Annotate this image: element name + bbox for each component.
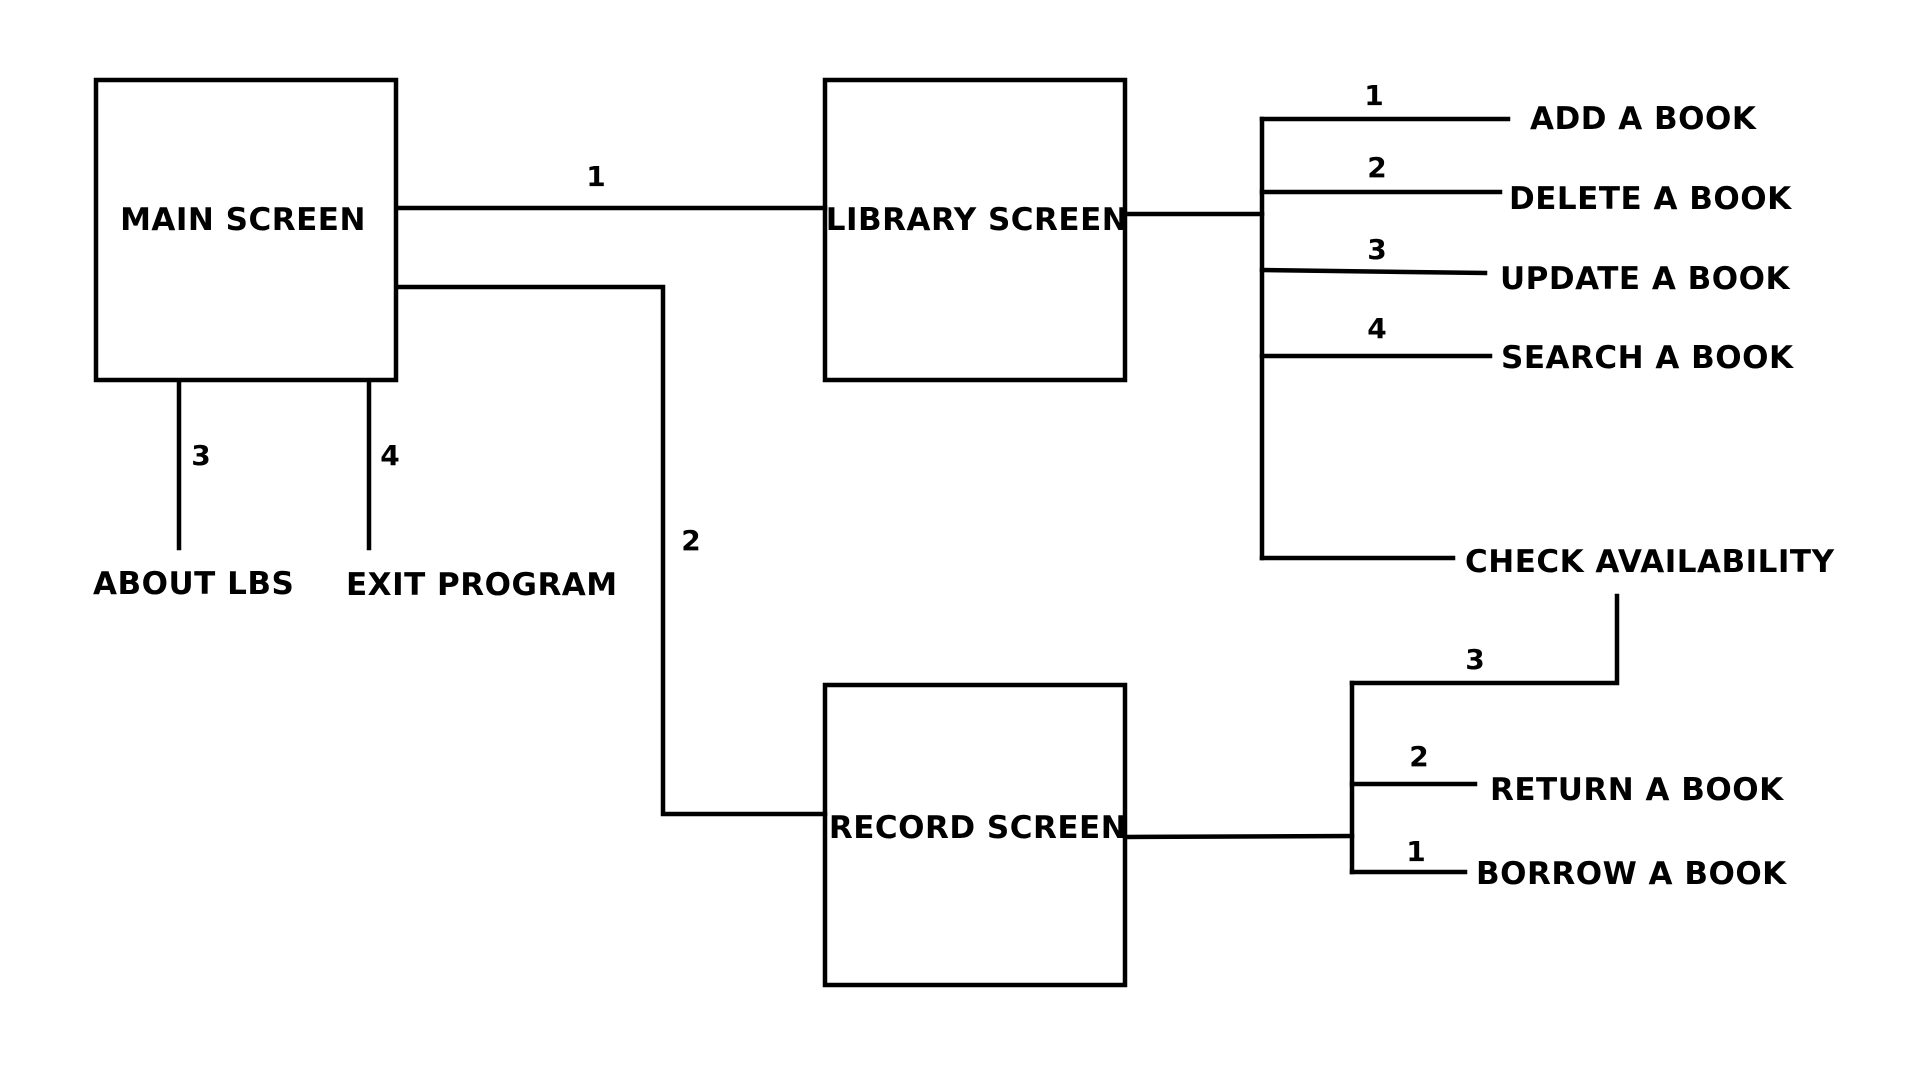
record-screen-label: RECORD SCREEN <box>829 810 1127 846</box>
edge-number-library-add: 1 <box>1364 79 1383 112</box>
add-book-label: ADD A BOOK <box>1530 101 1757 137</box>
edge-number-library-delete: 2 <box>1367 151 1386 184</box>
return-book-label: RETURN A BOOK <box>1490 772 1784 808</box>
library-update-line <box>1259 267 1488 276</box>
record-screen-box <box>822 682 1128 988</box>
library-screen-label: LIBRARY SCREEN <box>826 202 1128 238</box>
main-to-record-line <box>395 284 828 817</box>
update-book-label: UPDATE A BOOK <box>1500 261 1790 297</box>
edge-number-record-return: 2 <box>1409 740 1428 773</box>
edge-number-record-check: 3 <box>1465 643 1484 676</box>
library-screen-box <box>822 77 1128 383</box>
check-availability-label: CHECK AVAILABILITY <box>1465 544 1835 580</box>
record-stem-line <box>1124 833 1355 840</box>
main-screen-box <box>93 77 399 383</box>
record-to-check-line <box>1349 593 1620 686</box>
exit-program-label: EXIT PROGRAM <box>346 567 618 603</box>
edge-number-main-library: 1 <box>586 160 605 193</box>
edge-number-library-search: 4 <box>1367 312 1386 345</box>
edge-number-record-borrow: 1 <box>1406 835 1425 868</box>
search-book-label: SEARCH A BOOK <box>1501 340 1794 376</box>
edge-number-library-update: 3 <box>1367 233 1386 266</box>
edge-number-main-exit: 4 <box>380 439 399 472</box>
about-lbs-label: ABOUT LBS <box>93 566 294 602</box>
edge-number-main-about: 3 <box>191 439 210 472</box>
main-screen-label: MAIN SCREEN <box>120 202 366 238</box>
edge-number-main-record: 2 <box>681 524 700 557</box>
delete-book-label: DELETE A BOOK <box>1509 181 1792 217</box>
borrow-book-label: BORROW A BOOK <box>1476 856 1787 892</box>
